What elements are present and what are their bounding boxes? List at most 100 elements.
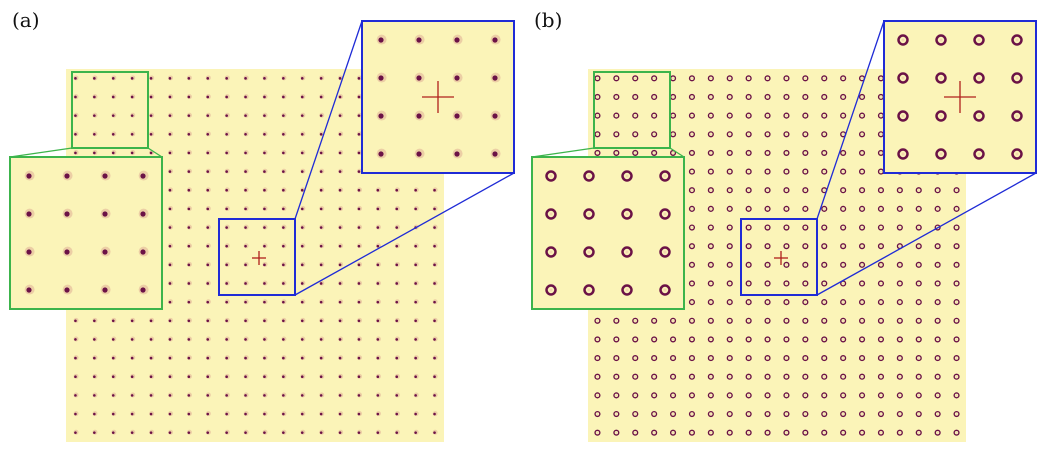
spot-core [939,114,943,118]
spot-core [917,338,920,341]
spot [93,114,96,117]
spot [376,356,380,360]
spot [206,338,210,341]
spot-core [615,338,618,341]
spot-core [615,394,618,397]
spot [433,282,436,285]
blue-connector [816,20,885,220]
spot-ring [953,187,960,194]
spot-ring [915,355,922,362]
spot-core [634,96,637,98]
spot [414,431,417,434]
spot-core [917,394,920,397]
spot-ring [821,75,828,82]
spot-core [917,319,920,322]
spot-core [880,245,882,247]
spot-ring [688,317,696,324]
spot-ring [651,75,658,82]
spot-core [842,208,844,210]
spot-core [728,208,731,210]
spot-core [823,338,826,341]
spot [130,412,134,416]
spot [300,338,304,341]
spot-core [842,264,844,266]
spot-ring [726,261,733,268]
spot [26,287,32,293]
spot [140,211,146,217]
spot-ring [726,168,733,175]
spot-core [804,282,807,285]
spot [282,95,285,99]
spot [319,300,323,304]
spot-ring [745,243,752,250]
spot-ring [632,429,639,436]
spot-ring [764,112,771,119]
spot-core [842,77,844,80]
spot-core [596,375,599,378]
spot-core [728,394,731,397]
spot [64,249,70,255]
spot-core [596,114,599,117]
spot-ring [764,75,771,82]
spot-ring [707,75,714,82]
spot [74,394,77,397]
spot-ring [707,429,714,436]
spot-ring [688,355,696,362]
spot-core [615,431,618,434]
spot-core [977,38,981,42]
spot [454,113,460,119]
spot-ring [877,224,885,231]
spot-core [804,189,807,192]
spot-core [955,375,958,378]
spot-core [747,282,750,285]
spot-core [710,114,712,117]
spot-core [804,245,807,247]
spot-ring [915,187,922,194]
spot [319,170,323,173]
spot-ring [669,373,677,380]
spot-core [842,133,844,136]
spot-ring [688,205,696,212]
spot [206,282,210,285]
spot [64,211,70,217]
spot-core [691,208,693,210]
spot-ring [764,373,771,380]
spot-ring [858,336,866,343]
spot-core [691,394,693,397]
spot [357,412,361,416]
spot [395,338,399,341]
spot [263,394,266,397]
spot-core [1015,114,1019,118]
spot [357,244,361,248]
spot-core [691,357,693,359]
spot-core [823,413,826,415]
spot-ring [840,261,847,268]
spot-ring [953,299,960,306]
spot-core [766,245,769,247]
spot-ring [651,429,658,436]
spot-ring [783,187,790,194]
spot-ring [934,410,941,418]
spot-ring [764,243,771,250]
spot-core [747,319,750,322]
spot-core [880,394,882,397]
spot [244,114,247,117]
spot-core [901,152,905,156]
spot-core [710,245,712,247]
spot-core [653,357,655,359]
spot-core [766,301,769,303]
spot-ring [934,373,941,380]
spot [187,207,191,211]
spot-ring [688,392,696,399]
spot-core [710,357,712,359]
spot-ring [802,131,809,138]
spot [376,394,380,397]
spot [244,207,247,211]
spot-ring [707,149,714,157]
spot [454,37,460,43]
panel-a [9,20,515,442]
spot [395,431,399,434]
spot-core [785,357,788,359]
spot [300,226,304,229]
spot-ring [613,149,620,157]
